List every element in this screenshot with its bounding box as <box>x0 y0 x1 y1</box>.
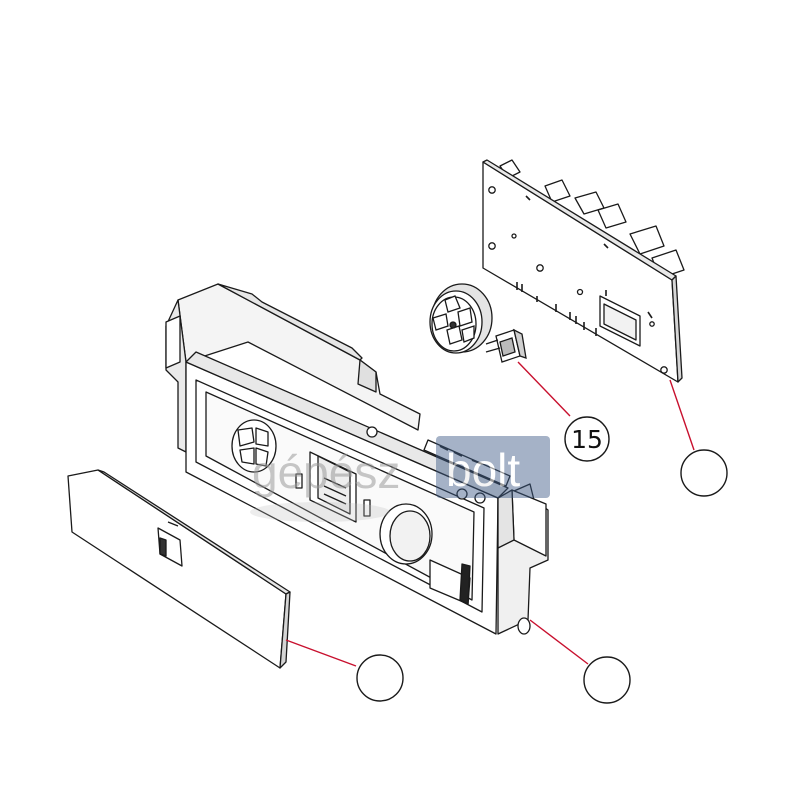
leader-line-pressure-gauge <box>517 361 571 417</box>
leader-lines <box>285 361 695 667</box>
leader-line-control-board <box>669 379 695 451</box>
callout-control-panel-housing <box>583 656 631 704</box>
callout-label-pressure-gauge: 15 <box>571 425 603 454</box>
watermark-text-left: gépész <box>252 446 400 498</box>
watermark-text-right: bolt <box>446 444 520 496</box>
watermark: gépész bolt <box>250 436 550 522</box>
front-panel-cover <box>67 469 291 669</box>
callout-pressure-gauge <box>564 416 610 462</box>
pressure-gauge <box>429 283 527 363</box>
callout-labels: 15 <box>571 425 603 454</box>
callouts <box>356 416 728 704</box>
callout-control-board <box>680 449 728 497</box>
fan-grille <box>231 419 277 473</box>
leader-line-front-cover <box>285 639 357 667</box>
control-panel-housing <box>165 283 549 635</box>
control-board <box>482 159 685 383</box>
callout-front-panel-cover <box>356 654 404 702</box>
leader-line-housing <box>529 619 589 665</box>
